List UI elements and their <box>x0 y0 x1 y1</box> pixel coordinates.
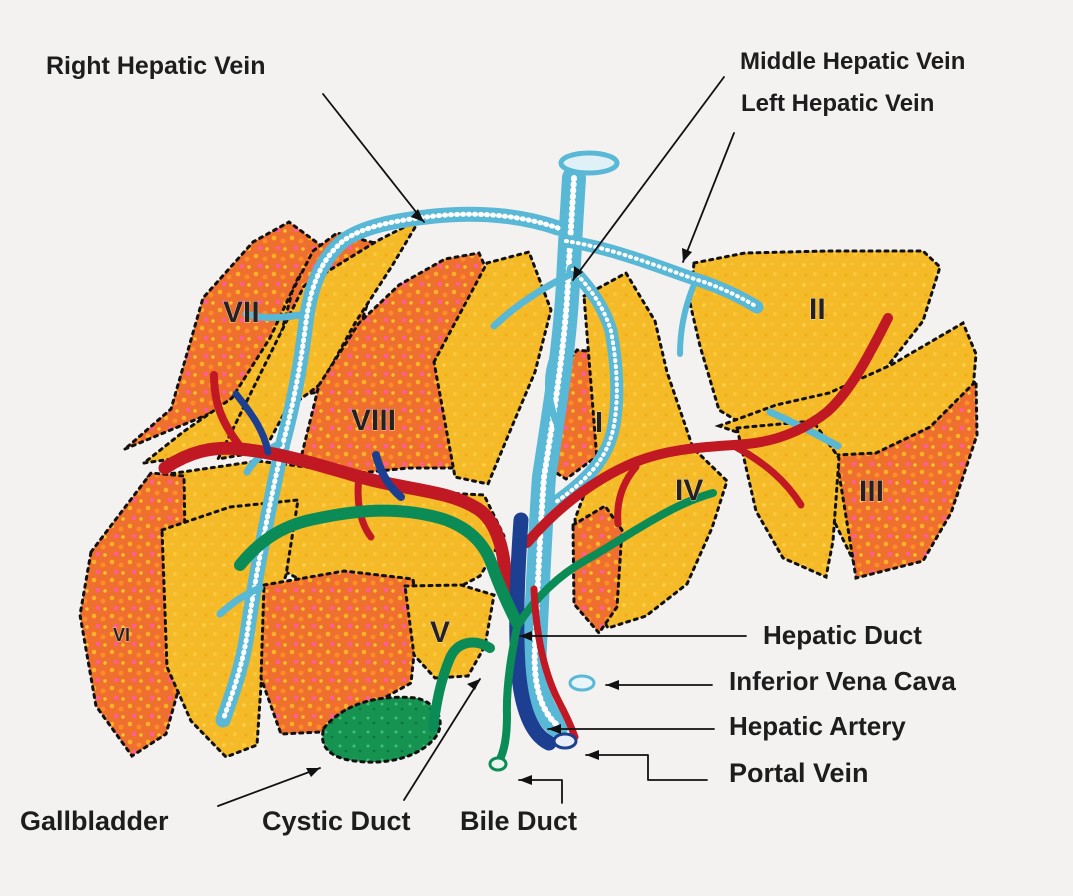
gallbladder-label: Gallbladder <box>20 806 169 836</box>
inferior-vena-cava-label: Inferior Vena Cava <box>729 666 956 696</box>
segment-label-viii: VIII <box>351 404 396 437</box>
cystic-duct-label: Cystic Duct <box>262 806 411 836</box>
segment-label-vii: VII <box>223 296 260 329</box>
portal-vein-label: Portal Vein <box>729 758 869 788</box>
middle-hepatic-vein-label: Middle Hepatic Vein <box>740 48 965 75</box>
hepatic-artery-label: Hepatic Artery <box>729 711 906 741</box>
portal-vein-opening <box>554 734 576 748</box>
inferior-vena-cava-opening <box>570 676 594 690</box>
right-hepatic-vein-label: Right Hepatic Vein <box>46 52 265 80</box>
superior-vena-cava-opening <box>561 153 617 173</box>
bile-duct-opening <box>490 758 506 770</box>
segment-label-ii: II <box>809 293 826 326</box>
segment-label-iv: IV <box>675 474 703 507</box>
segment-label-i: I <box>595 407 603 439</box>
hepatic-duct-label: Hepatic Duct <box>763 620 922 650</box>
segment-label-v: V <box>430 616 450 649</box>
segment-label-iii: III <box>859 475 884 508</box>
left-hepatic-vein-label: Left Hepatic Vein <box>741 90 934 117</box>
bile-duct-label: Bile Duct <box>460 806 577 836</box>
segment-label-vi: VI <box>113 625 130 645</box>
